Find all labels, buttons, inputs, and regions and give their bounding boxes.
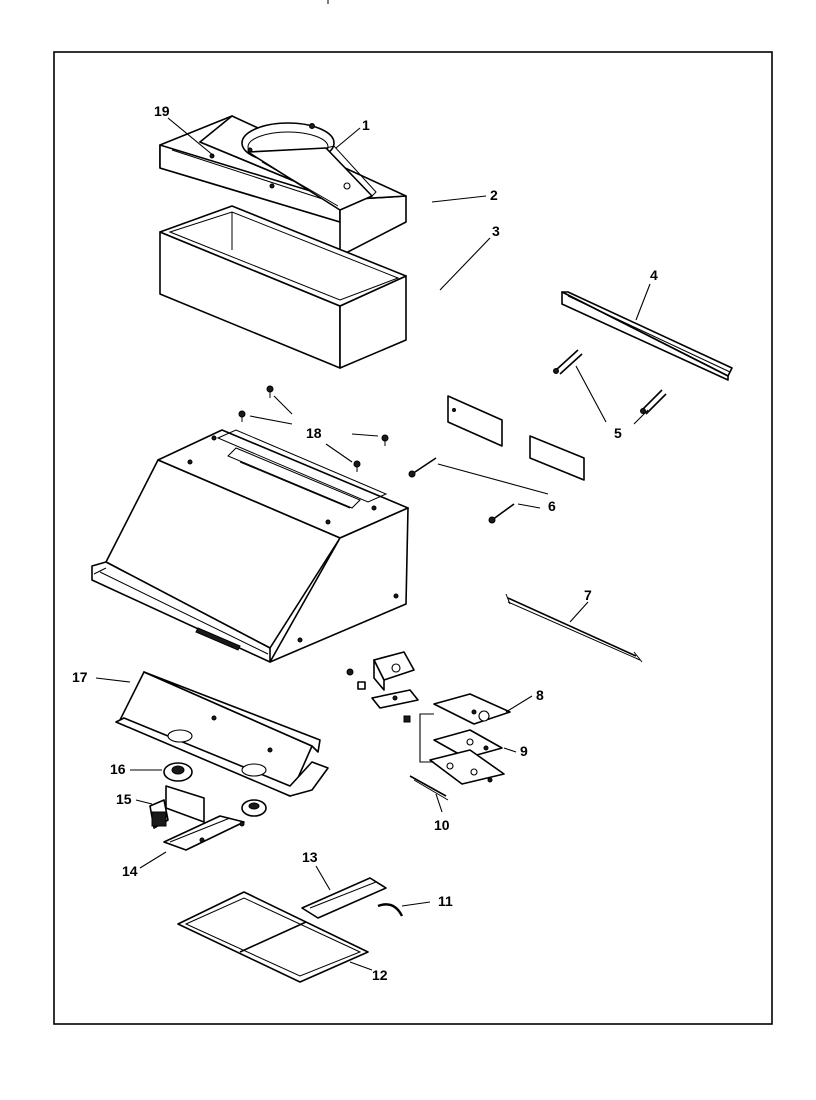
callout-11: 11 — [438, 893, 453, 909]
part-15-motor — [149, 785, 205, 829]
leader-lines — [95, 117, 651, 971]
part-6-bolts — [408, 457, 515, 524]
callout-2: 2 — [490, 187, 498, 203]
callout-18: 18 — [306, 425, 322, 441]
callout-14: 14 — [122, 863, 138, 879]
part-3-lower-cover — [159, 205, 407, 369]
part-8-switch-plate — [433, 693, 511, 725]
part-5-screws — [553, 349, 667, 415]
callout-10: 10 — [434, 817, 450, 833]
callout-8: 8 — [536, 687, 544, 703]
callout-4: 4 — [650, 267, 658, 283]
callout-1: 1 — [362, 117, 370, 133]
switch-components — [346, 651, 419, 723]
part-17-blower-housing — [115, 671, 329, 797]
part-7-rod — [505, 593, 643, 663]
part-1-duct-transition — [241, 122, 377, 211]
part-12-filters — [177, 891, 369, 983]
callout-13: 13 — [302, 849, 318, 865]
diagram-frame — [53, 51, 773, 1025]
callout-12: 12 — [372, 967, 388, 983]
assembly-bracket — [419, 713, 434, 763]
part-10-base-plate — [409, 749, 505, 801]
callout-16: 16 — [110, 761, 126, 777]
callout-15: 15 — [116, 791, 132, 807]
part-13-lens-strip — [301, 877, 387, 919]
callout-3: 3 — [492, 223, 500, 239]
part-4-trim-strip — [561, 291, 733, 381]
callout-6: 6 — [548, 498, 556, 514]
part-9-circuit-plate — [433, 729, 503, 759]
callout-7: 7 — [584, 587, 592, 603]
cover-plates — [447, 395, 585, 481]
callout-5: 5 — [614, 425, 622, 441]
callout-9: 9 — [520, 743, 528, 759]
callout-17: 17 — [72, 669, 88, 685]
callout-labels: 1 2 3 4 5 6 7 8 9 10 11 12 13 14 15 16 1… — [72, 103, 658, 983]
part-14-bracket — [163, 815, 245, 851]
callout-19: 19 — [154, 103, 170, 119]
part-11-clip — [377, 903, 404, 917]
hood-body — [91, 429, 409, 663]
part-18-screws — [238, 385, 389, 472]
part-16-fan — [163, 762, 267, 817]
